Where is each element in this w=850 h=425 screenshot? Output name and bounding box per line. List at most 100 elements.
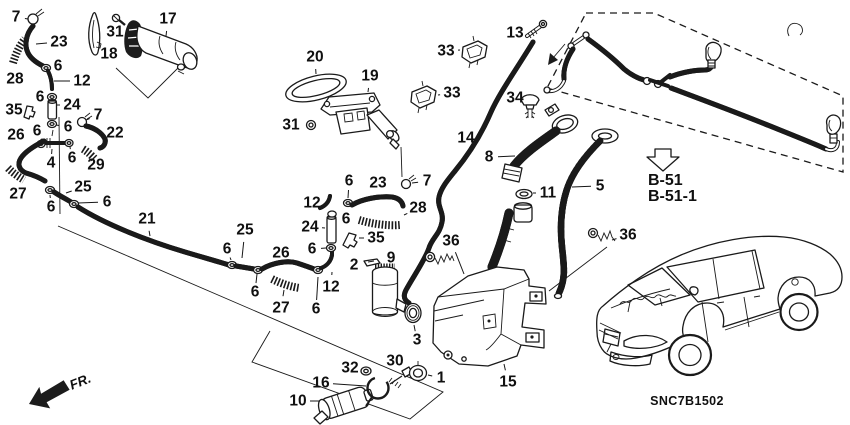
callout-24: 24 bbox=[301, 219, 319, 236]
sleeve-29 bbox=[80, 145, 98, 162]
pump-holder-16 bbox=[366, 376, 390, 400]
reservoir-15 bbox=[432, 208, 547, 367]
callout-27: 27 bbox=[9, 186, 26, 203]
callout-8: 8 bbox=[485, 149, 494, 166]
callout-6: 6 bbox=[251, 284, 260, 301]
bolt-36-left bbox=[424, 251, 455, 266]
ref-down-arrow-icon bbox=[646, 148, 680, 172]
clip-33-lower bbox=[410, 80, 437, 114]
car-front-wheel bbox=[667, 333, 713, 377]
callout-23: 23 bbox=[369, 175, 387, 192]
diagram-code: SNC7B1502 bbox=[650, 394, 724, 408]
callout-2: 2 bbox=[350, 257, 359, 274]
fr-direction-arrow: FR. bbox=[29, 371, 93, 409]
clip-34 bbox=[520, 94, 540, 119]
hose-cluster-left bbox=[5, 8, 334, 292]
callout-1: 1 bbox=[437, 370, 446, 387]
bolt-13 bbox=[525, 19, 566, 65]
clip-33-upper bbox=[461, 35, 488, 69]
callout-leader bbox=[282, 289, 285, 297]
callout-7: 7 bbox=[94, 107, 103, 124]
callout-4: 4 bbox=[47, 155, 56, 172]
install-arrow-icon bbox=[548, 53, 558, 65]
callout-6: 6 bbox=[345, 173, 354, 190]
callout-32: 32 bbox=[341, 360, 358, 377]
sleeve-28-b bbox=[357, 216, 401, 230]
callout-16: 16 bbox=[312, 375, 330, 392]
ref-block: B-51 B-51-1 bbox=[646, 148, 697, 205]
callout-leader bbox=[571, 185, 592, 188]
callout-leader bbox=[497, 155, 516, 158]
exploded-region bbox=[543, 12, 844, 173]
callout-6: 6 bbox=[36, 89, 45, 106]
callout-3: 3 bbox=[413, 332, 422, 349]
callout-36: 36 bbox=[619, 227, 637, 244]
tube-24-a bbox=[47, 100, 58, 120]
callout-leader bbox=[454, 252, 465, 275]
washer-nozzle-19 bbox=[285, 73, 400, 150]
callout-leader bbox=[55, 124, 60, 126]
callout-28: 28 bbox=[6, 71, 24, 88]
callout-9: 9 bbox=[387, 250, 396, 267]
callout-13: 13 bbox=[506, 25, 524, 42]
callout-leader bbox=[347, 189, 349, 199]
callout-6: 6 bbox=[64, 119, 73, 136]
callout-leader bbox=[165, 30, 168, 37]
callout-14: 14 bbox=[457, 130, 475, 147]
callout-31: 31 bbox=[282, 117, 300, 134]
callout-25: 25 bbox=[236, 222, 254, 239]
callout-18: 18 bbox=[100, 46, 118, 63]
callout-35: 35 bbox=[5, 102, 23, 119]
hose-14 bbox=[404, 39, 536, 306]
grommet-1 bbox=[408, 364, 428, 382]
callout-leader bbox=[35, 42, 48, 45]
callout-11: 11 bbox=[540, 185, 557, 202]
callout-leader bbox=[241, 241, 245, 259]
tube-2 bbox=[363, 258, 381, 267]
callout-6: 6 bbox=[33, 123, 42, 140]
callout-34: 34 bbox=[506, 90, 524, 107]
washer-nozzle-17 bbox=[124, 20, 198, 75]
callout-leader bbox=[411, 181, 419, 184]
car-washer-harness bbox=[619, 294, 677, 313]
grommet-20 bbox=[285, 73, 347, 103]
callout-33: 33 bbox=[443, 85, 461, 102]
callout-17: 17 bbox=[159, 11, 176, 28]
washer-tube-5 bbox=[553, 128, 619, 300]
callout-leader bbox=[148, 230, 151, 237]
washer-pump-10-assembly bbox=[313, 361, 428, 425]
callout-24: 24 bbox=[63, 97, 81, 114]
callout-6: 6 bbox=[54, 58, 63, 75]
callout-7: 7 bbox=[12, 9, 21, 26]
callout-5: 5 bbox=[596, 178, 605, 195]
car-rear-wheel bbox=[779, 292, 819, 332]
clamp-7-c bbox=[400, 178, 412, 190]
callout-leader bbox=[77, 201, 99, 204]
car-fuel-door bbox=[791, 278, 799, 286]
callout-leader bbox=[85, 118, 90, 121]
callout-10: 10 bbox=[289, 393, 306, 410]
callout-25: 25 bbox=[74, 179, 92, 196]
callout-28: 28 bbox=[409, 200, 427, 217]
callout-19: 19 bbox=[361, 68, 379, 85]
exploded-region-boundary bbox=[546, 12, 844, 173]
clip-35-b bbox=[342, 232, 358, 249]
filler-neck-8 bbox=[501, 103, 579, 223]
callout-leader bbox=[427, 374, 433, 377]
callout-26: 26 bbox=[7, 127, 25, 144]
callout-15: 15 bbox=[499, 374, 517, 391]
callout-leader bbox=[611, 238, 617, 241]
callout-6: 6 bbox=[223, 241, 232, 258]
car-mirror bbox=[689, 286, 699, 296]
callout-29: 29 bbox=[87, 157, 105, 174]
sleeve-27-a bbox=[5, 165, 27, 184]
sleeve-27-b bbox=[270, 275, 301, 292]
callout-leader bbox=[367, 87, 369, 93]
fr-label: FR. bbox=[67, 371, 93, 393]
car-reservoir-location bbox=[602, 328, 621, 347]
callout-leader bbox=[503, 363, 506, 371]
callout-6: 6 bbox=[342, 211, 351, 228]
center-column-parts bbox=[325, 210, 381, 267]
